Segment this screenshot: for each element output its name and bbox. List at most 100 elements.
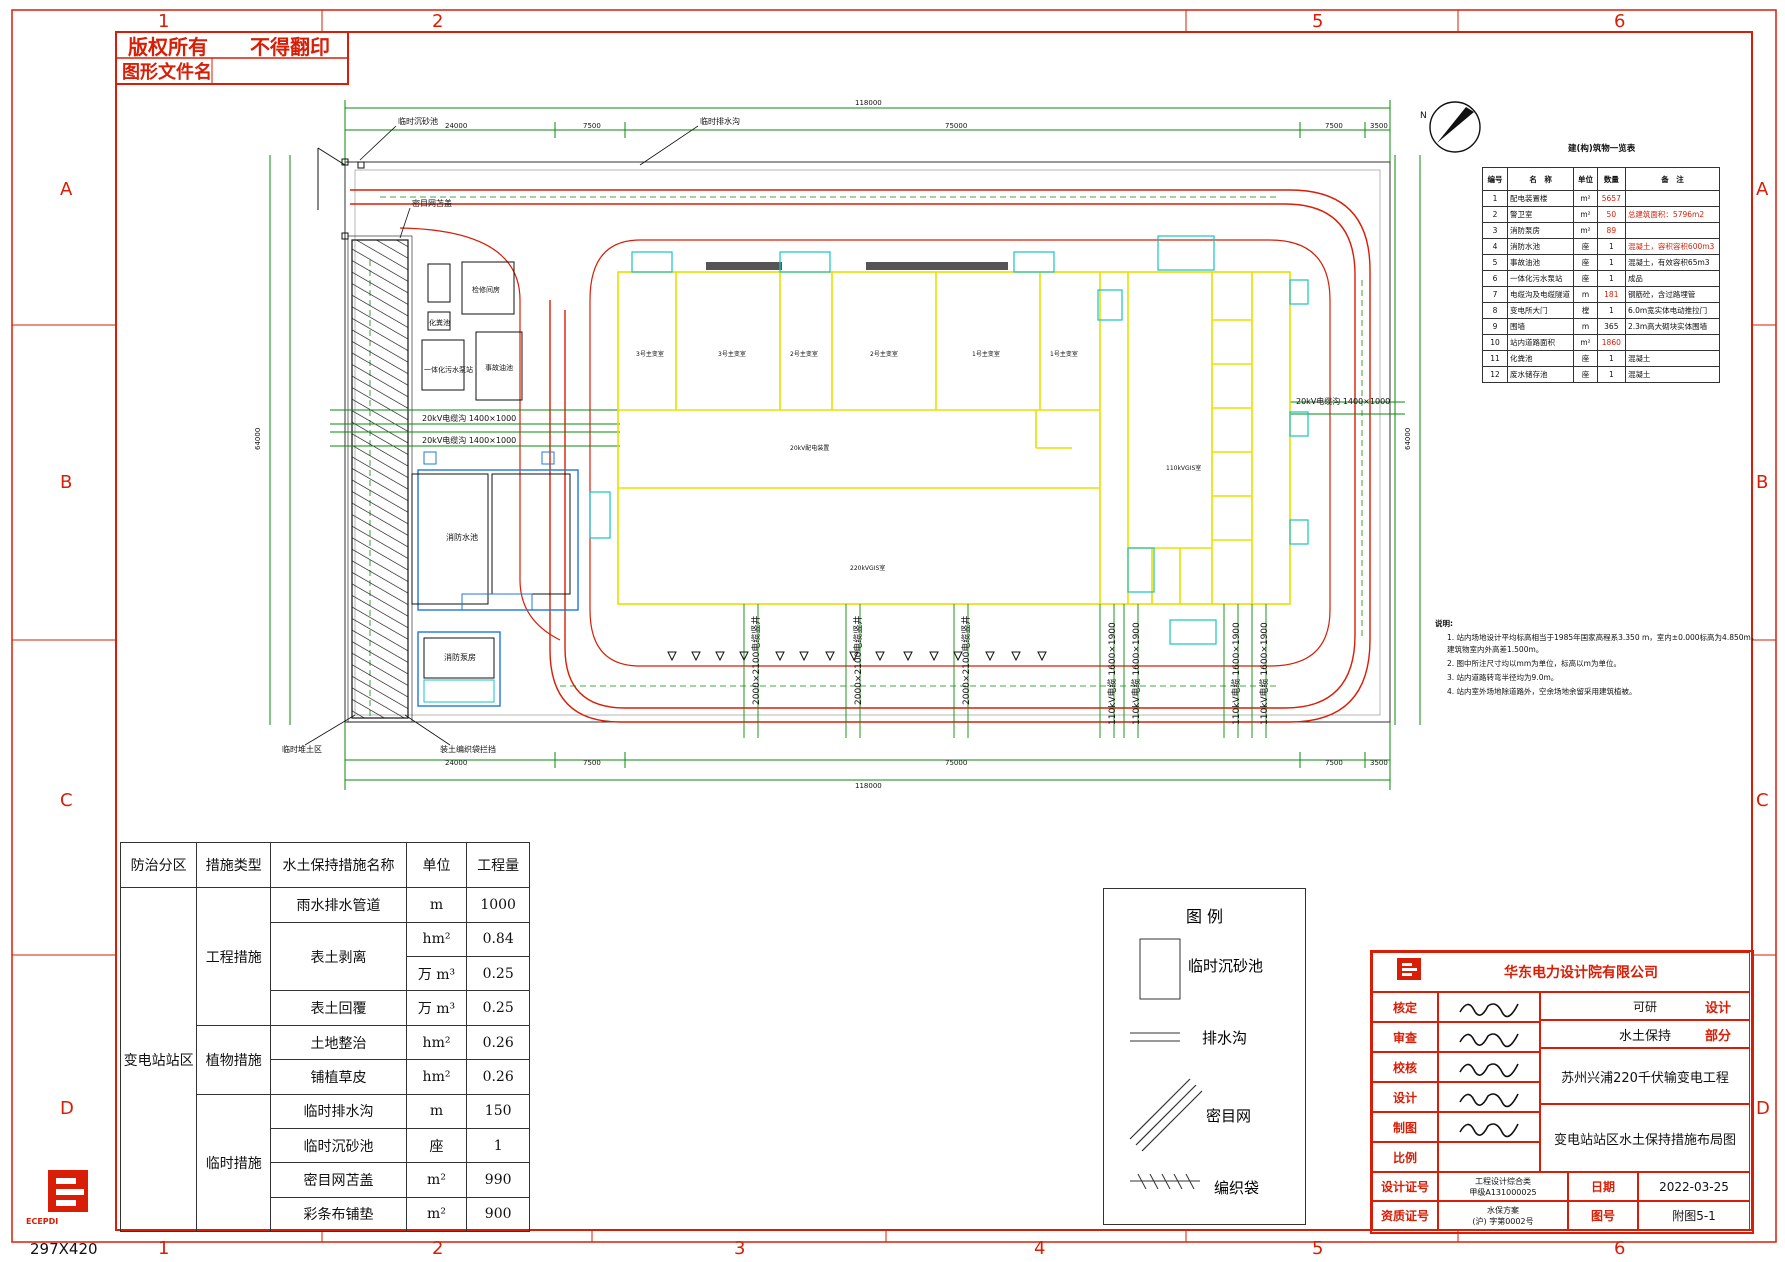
building-cell: 9 (1481, 318, 1509, 335)
col-bot-3: 3 (734, 1238, 745, 1259)
dim-64000-left: 64000 (254, 428, 262, 450)
label-sandbag-wall: 装土编织袋拦挡 (440, 744, 496, 754)
cert-label-cell: 设计证号 (1372, 1172, 1438, 1201)
building-cell: 混凝土，容积容积600m3 (1624, 238, 1721, 255)
col-bot-4: 4 (1034, 1238, 1045, 1259)
building-cell: 化粪池 (1507, 350, 1575, 367)
building-cell: 总建筑面积：5796m2 (1624, 206, 1721, 223)
cert-label: 设计证号 (1380, 1180, 1429, 1194)
measure-qty: 0.26 (466, 1059, 530, 1095)
grass-marker (875, 651, 885, 662)
building-header-3: 数量 (1596, 167, 1626, 191)
measure-name: 表土剥离 (270, 921, 407, 992)
building-cell: 围墙 (1507, 318, 1575, 335)
building-header-0: 编号 (1481, 167, 1509, 191)
duct-1600-d: 110kV电缆 1600×1900 (1258, 622, 1270, 725)
building-cell: m² (1573, 222, 1598, 239)
building-cell: 事故油池 (1507, 254, 1575, 271)
col-bot-2: 2 (432, 1238, 443, 1259)
col-top-6: 6 (1614, 11, 1625, 32)
role-label-cell: 设计 (1372, 1082, 1438, 1112)
paper-size: 297X420 (30, 1240, 98, 1258)
building-cell: 365 (1596, 318, 1626, 335)
signature-icon (1459, 1033, 1519, 1048)
building-cell: 混凝土 (1624, 366, 1721, 383)
grass-marker (715, 651, 725, 662)
measure-name: 雨水排水管道 (270, 887, 407, 923)
measure-qty: 0.26 (466, 1024, 530, 1061)
legend-item-4: 编织袋 (1214, 1179, 1260, 1197)
building-cell: 消防泵房 (1507, 222, 1575, 239)
building-cell: 樘 (1573, 302, 1598, 319)
role-label-cell: 制图 (1372, 1112, 1438, 1142)
dim-total-bottom: 118000 (855, 782, 882, 790)
dim-total-top: 118000 (855, 99, 882, 107)
label-cable-3: 20kV电缆沟 1400×1000 (1296, 396, 1390, 406)
building-cell: m² (1573, 190, 1598, 207)
grass-marker (985, 651, 995, 662)
label-temp-soil: 临时堆土区 (282, 744, 322, 754)
cert-value-1: 工程设计综合类 (1475, 1176, 1531, 1186)
qual-label: 资质证号 (1380, 1209, 1429, 1223)
building-cell: 1 (1596, 350, 1626, 367)
grass-marker (739, 651, 749, 662)
no-copy-text: 不得翻印 (250, 35, 330, 59)
building-cell: 站内道路面积 (1507, 334, 1575, 351)
building-cell: 181 (1596, 286, 1626, 303)
measure-qty: 990 (466, 1162, 530, 1198)
building-cell: 废水储存池 (1507, 366, 1575, 383)
label-temp-sand-pit: 临时沉砂池 (398, 116, 438, 126)
building-cell: 混凝土 (1624, 350, 1721, 367)
building-header-2: 单位 (1573, 167, 1598, 191)
measure-name: 临时沉砂池 (270, 1127, 407, 1164)
label-room-1-a: 1号主变室 (1050, 350, 1078, 358)
label-room-1: 1号主变室 (972, 350, 1000, 358)
label-equipment: 检修间房 (472, 285, 500, 294)
measure-unit: 万 m³ (405, 956, 468, 992)
grass-marker (903, 651, 913, 662)
building-cell: 2 (1481, 206, 1509, 223)
notes: 说明: 1. 站内场地设计平均标高相当于1985年国家高程系3.350 m，室内… (1435, 618, 1758, 696)
measures-header-3: 单位 (405, 841, 468, 889)
signature-cell (1438, 1112, 1540, 1142)
legend-item-2: 排水沟 (1202, 1029, 1248, 1047)
building-cell: m² (1573, 206, 1598, 223)
building-cell: 一体化污水泵站 (1507, 270, 1575, 287)
legend-item-3: 密目网 (1206, 1107, 1252, 1125)
drawing-no-label: 图号 (1590, 1209, 1615, 1223)
building-cell: 6.0m宽实体电动推拉门 (1624, 302, 1721, 319)
dim-75000-bottom: 75000 (945, 759, 967, 767)
grass-marker (929, 651, 939, 662)
label-septic: 化粪池 (429, 318, 450, 327)
note-2: 2. 图中所注尺寸均以mm为单位，标高以m为单位。 (1447, 658, 1621, 668)
duct-1600-b: 110kV电缆 1600×1900 (1130, 622, 1142, 725)
building-cell: 7 (1481, 286, 1509, 303)
qual-value-cell: 水保方案 (沪) 字第0002号 (1438, 1201, 1568, 1230)
dim-24000-bottom: 24000 (445, 759, 467, 767)
col-top-5: 5 (1312, 11, 1323, 32)
measures-type: 临时措施 (196, 1093, 272, 1233)
dim-75000-top: 75000 (945, 122, 967, 130)
label-dense-mesh: 密目网苫盖 (412, 198, 452, 208)
label-room-3: 3号主变室 (718, 350, 746, 358)
building-cell: 1 (1596, 238, 1626, 255)
discipline-suffix: 部分 (1704, 1028, 1731, 1044)
dim-7500-bottom-l: 7500 (583, 759, 601, 767)
row-left-b: B (60, 472, 72, 493)
role-label: 设计 (1392, 1090, 1417, 1105)
measures-header-0: 防治分区 (119, 841, 198, 889)
legend: 图 例 临时沉砂池 排水沟 密目网 编织袋 (1103, 888, 1306, 1225)
label-sewage: 一体化污水泵站 (424, 365, 473, 374)
dim-3500-top: 3500 (1370, 122, 1388, 130)
row-left-a: A (60, 179, 73, 200)
